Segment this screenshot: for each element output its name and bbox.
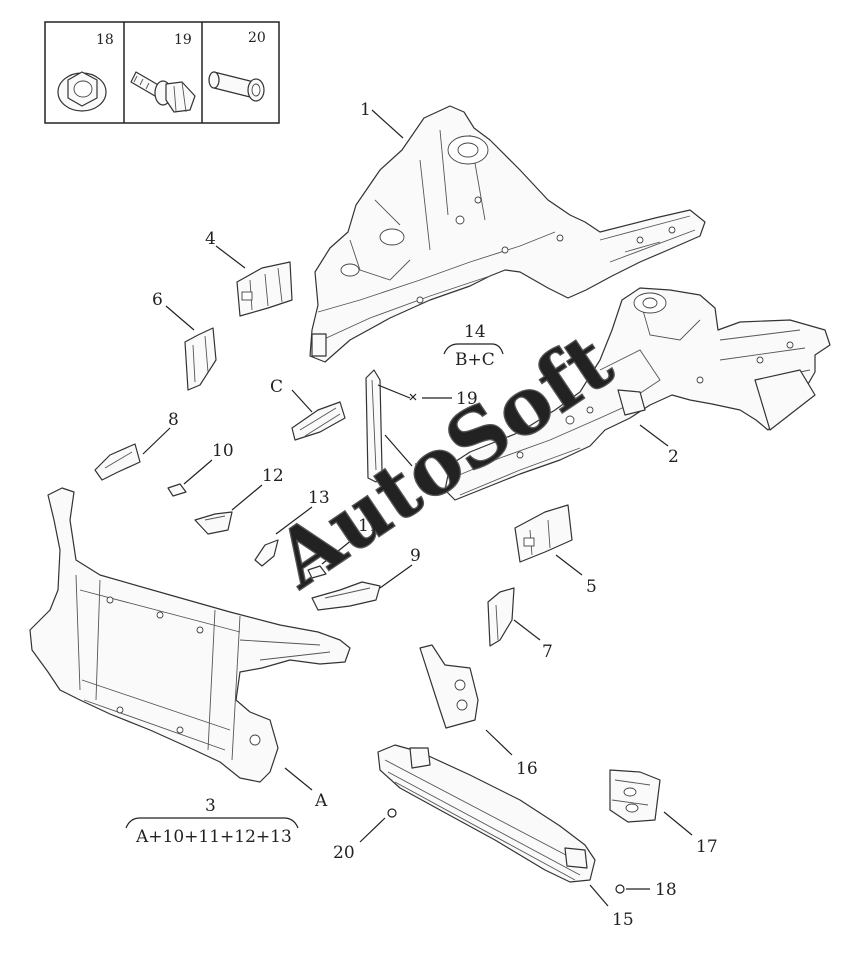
part-15-bumper-reinforcement [377,744,596,883]
part-13-bracket [254,539,279,567]
callout-13: 13 [308,488,330,508]
callout-7: 7 [542,642,553,662]
callout-C: C [270,377,283,397]
group-3-formula: A+10+11+12+13 [135,827,292,847]
callout-12: 12 [262,466,284,486]
callout-19: 19 [456,389,478,409]
leader-lines [125,109,693,907]
part-2-right-front-side-member [444,287,831,501]
callout-18: 18 [655,880,677,900]
part-9-bracket [311,581,381,611]
group-14-number: 14 [464,322,486,342]
bolt-icon [130,71,196,113]
part-17-bracket [609,769,661,823]
part-10-clip [167,483,187,497]
flange-nut-icon [57,71,107,112]
inset-number-20: 20 [248,30,266,46]
callout-4: 4 [205,229,216,249]
part-12-bracket [194,511,233,535]
callout-6: 6 [152,290,163,310]
callout-9: 9 [410,546,421,566]
group-3-number: 3 [205,796,216,816]
part-5-bracket [514,504,573,563]
callout-10: 10 [212,441,234,461]
part-7-bracket [487,587,515,647]
group-14-formula: B+C [455,350,495,370]
callout-15: 15 [612,910,634,930]
callout-20: 20 [333,843,355,863]
callout-5: 5 [586,577,597,597]
callout-17: 17 [696,837,718,857]
part-6-bracket [184,327,217,391]
part-11-clip [307,565,327,579]
watermark-logo: AutoSoft [259,316,628,606]
callout-labels: 1 2 4 5 6 7 8 9 10 11 12 13 15 16 17 18 … [135,100,718,930]
sleeve-marker-icon [387,808,397,818]
part-B-upright-tie [365,369,383,483]
callout-2: 2 [668,447,679,467]
callout-A: A [314,791,328,811]
part-16-bracket [419,644,479,729]
part-4-bracket [236,261,293,317]
callout-11: 11 [358,516,380,536]
part-A-radiator-support [29,487,351,783]
part-1-left-front-side-member [309,105,706,363]
part-8-bracket [94,443,141,481]
callout-8: 8 [168,410,179,430]
callout-B: B [414,461,427,481]
sleeve-icon [208,71,265,102]
inset-number-18: 18 [96,32,114,48]
fastener-inset: 18 19 20 [44,21,280,124]
part-C-bracket [291,401,346,441]
callout-16: 16 [516,759,538,779]
callout-1: 1 [360,100,371,120]
inset-number-19: 19 [174,32,192,48]
nut-marker-icon [615,884,625,894]
